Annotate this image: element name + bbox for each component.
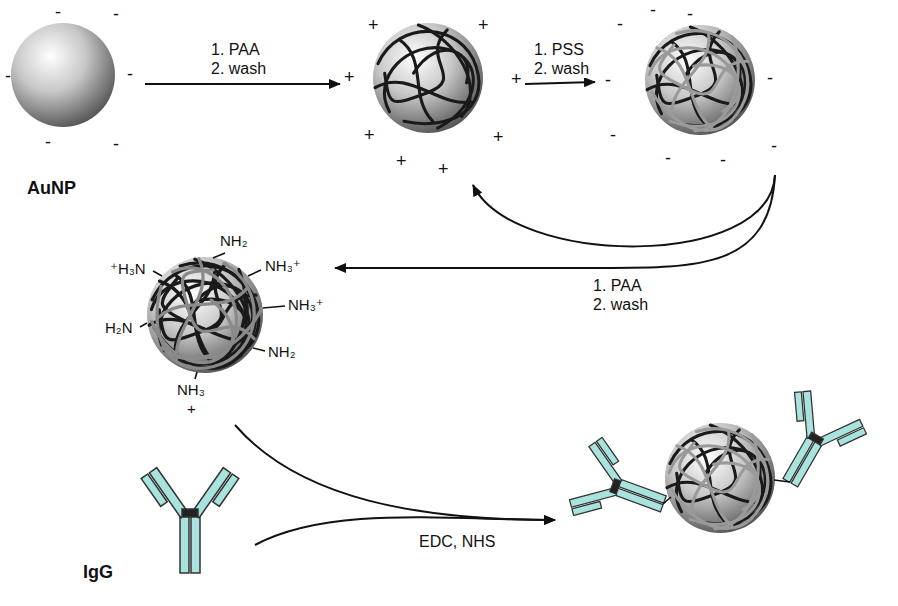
leader-line xyxy=(140,323,147,327)
process-arrow xyxy=(255,517,555,545)
charge-label: + xyxy=(364,125,375,146)
charge-label: + xyxy=(368,15,379,36)
leader-line xyxy=(774,480,790,482)
charge-label: - xyxy=(720,150,726,171)
charge-label: + xyxy=(511,69,522,90)
use-part xyxy=(149,256,265,373)
charge-label: - xyxy=(767,68,773,89)
charge-label: + xyxy=(478,15,489,36)
use-part xyxy=(565,434,678,543)
polymer-layer xyxy=(647,403,793,549)
process-arrow xyxy=(235,425,555,520)
charge-label: - xyxy=(771,136,777,157)
charge-label: - xyxy=(113,4,119,25)
charge-label: + xyxy=(396,151,407,172)
antibody-drawing xyxy=(754,384,871,503)
use-part xyxy=(128,236,282,390)
leader-line xyxy=(153,271,162,276)
charge-label: + xyxy=(438,159,449,180)
particle-label: IgG xyxy=(83,562,113,583)
particle-node: NH₂ ⁺H₃N NH₃⁺ NH₃⁺ H₂N NH₂ NH₃ + xyxy=(105,190,335,425)
polymer-layer xyxy=(627,5,773,151)
polymer-layer xyxy=(128,236,282,390)
particle-illustration xyxy=(340,5,525,185)
charge-label: NH₃⁺ xyxy=(288,296,324,313)
leader-line xyxy=(253,348,265,351)
charge-label: ⁺H₃N xyxy=(110,260,146,277)
charge-label: NH₂ xyxy=(268,343,296,360)
antibody-drawing xyxy=(141,468,239,573)
charge-label: - xyxy=(55,2,61,23)
charge-label: + xyxy=(344,67,355,88)
step-label: EDC, NHS xyxy=(418,532,496,551)
use-part xyxy=(627,5,773,151)
charge-label: - xyxy=(45,132,51,153)
particle-node: + + + + + + + + xyxy=(340,5,525,185)
polymer-layer xyxy=(375,25,479,128)
leader-line xyxy=(213,253,225,258)
step-label: 1. PAA 2. wash xyxy=(210,40,274,78)
charge-label: - xyxy=(5,66,11,87)
charge-label: + xyxy=(187,400,196,417)
gold-nanoparticle xyxy=(373,23,483,133)
leader-line xyxy=(195,372,197,379)
leader-line xyxy=(248,270,261,276)
process-arrow xyxy=(525,82,595,84)
particle-node: - - - - - - AuNP xyxy=(5,0,145,205)
particle-illustration xyxy=(595,0,795,175)
charge-label: - xyxy=(650,0,656,21)
step-label: 1. PAA 2. wash xyxy=(592,276,656,314)
particle-node: IgG xyxy=(75,450,255,590)
particle-node xyxy=(555,385,890,590)
particle-illustration xyxy=(555,385,890,590)
use-part xyxy=(754,384,871,503)
particle-illustration xyxy=(5,0,145,205)
charge-label: - xyxy=(617,14,623,35)
charge-label: - xyxy=(665,148,671,169)
gold-nanoparticle xyxy=(11,23,115,127)
use-part xyxy=(141,468,239,573)
antibody-drawing xyxy=(565,434,678,543)
charge-label: NH₃⁺ xyxy=(265,257,301,274)
leader-line xyxy=(663,497,671,504)
charge-label: - xyxy=(605,70,611,91)
step-label: 1. PSS 2. wash xyxy=(533,40,597,78)
particle-node: - - - - - - - - - xyxy=(595,0,795,175)
polymer-layer xyxy=(149,256,265,373)
charge-label: - xyxy=(113,134,119,155)
charge-label: - xyxy=(127,64,133,85)
particle-label: AuNP xyxy=(27,178,76,199)
process-arrow xyxy=(473,175,775,246)
charge-label: + xyxy=(493,127,504,148)
charge-label: - xyxy=(687,4,693,25)
charge-label: - xyxy=(610,125,616,146)
charge-label: H₂N xyxy=(105,319,133,336)
charge-label: NH₂ xyxy=(220,232,248,249)
leader-line xyxy=(263,306,285,308)
process-arrow xyxy=(335,175,775,268)
use-part xyxy=(375,25,479,128)
use-part xyxy=(647,403,793,549)
charge-label: NH₃ xyxy=(177,381,205,398)
process-arrow xyxy=(145,83,340,85)
